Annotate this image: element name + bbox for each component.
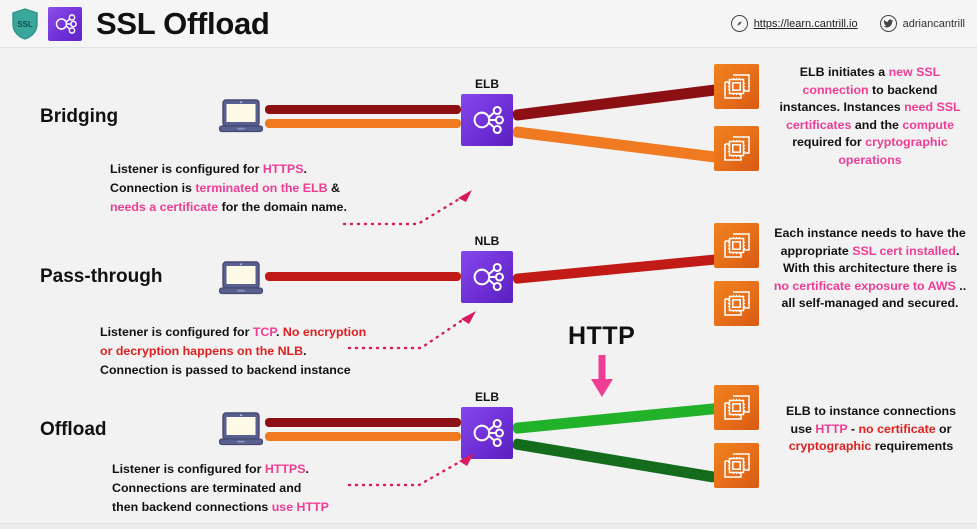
http-callout-label: HTTP — [568, 322, 636, 350]
callout-arrow-passthrough — [347, 311, 476, 350]
ec2-instance-icon — [714, 443, 759, 488]
section-passthrough: Pass-through NLB — [0, 218, 977, 377]
ec2-instance-icon — [714, 385, 759, 430]
page-title: SSL Offload — [96, 5, 270, 41]
compass-icon — [730, 15, 748, 32]
line-lb-to-instance-orange — [512, 126, 719, 163]
elb-node-offload: ELB — [461, 390, 513, 459]
line-client-to-lb-orange — [265, 119, 461, 128]
elastic-load-balancer-icon — [48, 6, 82, 41]
elb-node-bridging: ELB — [461, 77, 513, 146]
line-lb-to-instance-red — [512, 254, 719, 284]
line-lb-to-instance-bright-green — [512, 402, 719, 434]
line-lb-to-instance-dark-green — [512, 438, 718, 483]
callout-arrow-bridging — [342, 190, 472, 226]
callout-arrow-offload — [347, 453, 474, 487]
nlb-label-passthrough: NLB — [474, 234, 500, 248]
slide-bottom-edge — [0, 523, 977, 529]
line-client-to-lb-dark-red — [265, 105, 461, 114]
laptop-icon — [218, 260, 264, 296]
elb-icon — [461, 407, 513, 459]
section-offload: Offload ELB — [0, 370, 977, 529]
note-offload: Listener is configured for HTTPS.Connect… — [112, 462, 329, 515]
ec2-instance-icon — [714, 64, 759, 109]
line-client-to-lb-red — [265, 272, 461, 281]
laptop-icon — [218, 98, 264, 134]
elb-label-offload: ELB — [475, 390, 499, 404]
note-passthrough: Listener is configured for TCP. No encry… — [100, 325, 367, 378]
laptop-icon — [218, 411, 264, 447]
section-bridging: Bridging ELB — [0, 48, 977, 226]
ssl-shield-icon: SSL — [10, 7, 40, 41]
section-title-passthrough: Pass-through — [40, 266, 163, 287]
header-links: https://learn.cantrill.io adriancantrill — [730, 15, 965, 32]
svg-text:SSL: SSL — [17, 20, 33, 29]
ec2-instance-icon — [714, 126, 759, 171]
twitter-handle: adriancantrill — [902, 17, 965, 30]
ec2-instance-icon — [714, 223, 759, 268]
note-bridging: Listener is configured for HTTPS.Connect… — [110, 162, 347, 215]
ec2-instance-icon — [714, 281, 759, 326]
elb-label-bridging: ELB — [475, 77, 499, 91]
nlb-node-passthrough: NLB — [461, 234, 513, 303]
down-arrow-icon — [590, 355, 613, 397]
elb-icon — [461, 94, 513, 146]
section-title-bridging: Bridging — [40, 106, 119, 127]
nlb-icon — [461, 251, 513, 303]
section-title-offload: Offload — [40, 419, 107, 440]
line-lb-to-instance-dark-red — [512, 84, 719, 121]
website-link[interactable]: https://learn.cantrill.io — [730, 15, 858, 32]
http-callout: HTTP — [568, 322, 635, 399]
slide-header: SSL SSL Offload — [0, 0, 977, 48]
website-url: https://learn.cantrill.io — [753, 17, 858, 30]
line-client-to-lb-dark-red — [265, 418, 461, 427]
twitter-link[interactable]: adriancantrill — [879, 15, 965, 32]
line-client-to-lb-orange — [265, 432, 461, 441]
twitter-icon — [879, 15, 897, 32]
